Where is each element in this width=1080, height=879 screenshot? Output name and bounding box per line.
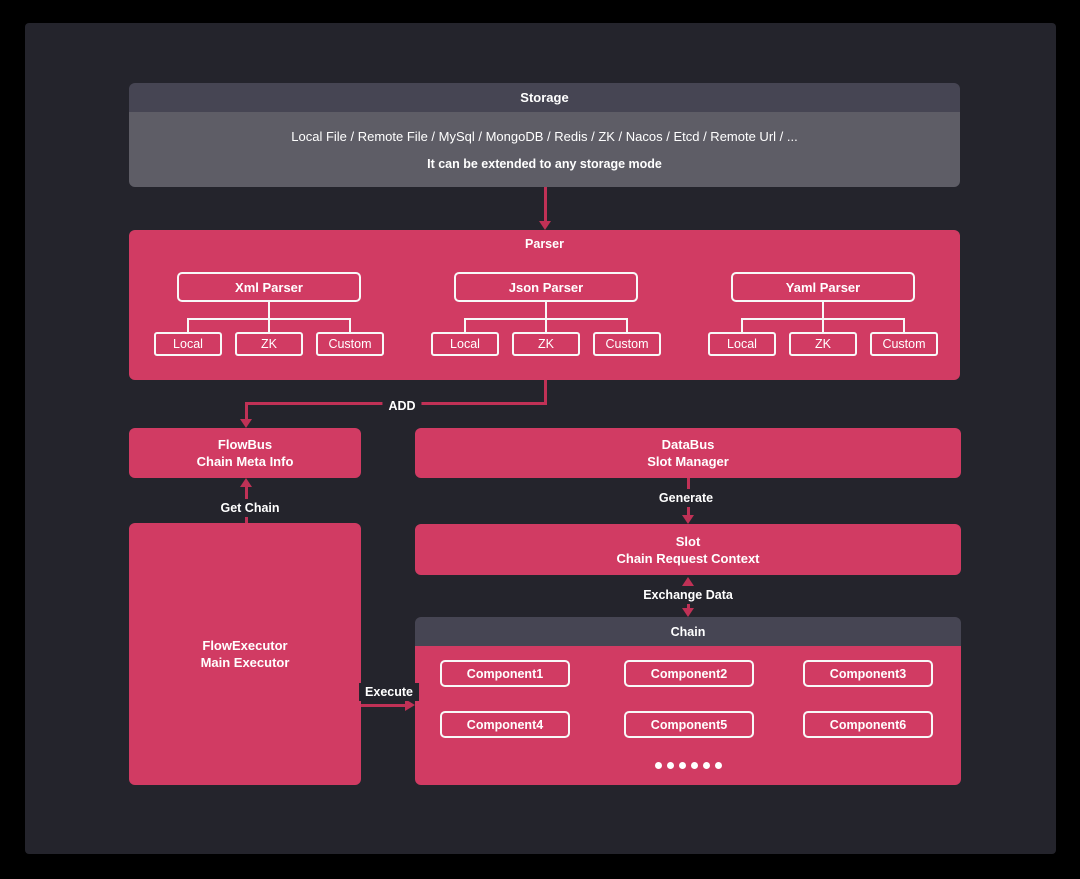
edge-storage-parser-line bbox=[544, 187, 547, 222]
diagram-panel: Storage Local File / Remote File / MySql… bbox=[25, 23, 1056, 854]
storage-header: Storage bbox=[129, 83, 960, 112]
slot-subtitle: Chain Request Context bbox=[616, 550, 760, 566]
connector bbox=[822, 318, 824, 332]
connector bbox=[268, 318, 270, 332]
flowbus-box: FlowBus Chain Meta Info bbox=[129, 428, 361, 478]
edge-execute-label: Execute bbox=[359, 683, 419, 701]
xml-local-box: Local bbox=[154, 332, 222, 356]
edge-exchange-arrowhead-down-icon bbox=[682, 608, 694, 617]
json-zk-box: ZK bbox=[512, 332, 580, 356]
flowexecutor-title: FlowExecutor bbox=[202, 638, 288, 653]
component-box: Component5 bbox=[624, 711, 754, 738]
edge-execute-line bbox=[361, 704, 406, 707]
flowbus-subtitle: Chain Meta Info bbox=[196, 454, 294, 469]
storage-note-text: It can be extended to any storage mode bbox=[427, 156, 662, 171]
xml-custom-box: Custom bbox=[316, 332, 384, 356]
component-box: Component4 bbox=[440, 711, 570, 738]
parser-group-json: Json Parser Local ZK Custom bbox=[431, 272, 661, 356]
databus-subtitle: Slot Manager bbox=[647, 454, 729, 469]
connector bbox=[545, 302, 547, 318]
slot-title: Slot bbox=[675, 533, 701, 549]
storage-modes-text: Local File / Remote File / MySql / Mongo… bbox=[291, 128, 798, 144]
chain-header: Chain bbox=[415, 617, 961, 646]
connector bbox=[268, 302, 270, 318]
connector bbox=[545, 318, 547, 332]
component-box: Component6 bbox=[803, 711, 933, 738]
flowexecutor-box: FlowExecutor Main Executor bbox=[129, 523, 361, 785]
connector bbox=[626, 318, 628, 332]
xml-zk-box: ZK bbox=[235, 332, 303, 356]
component-box: Component1 bbox=[440, 660, 570, 687]
more-components-dots-icon bbox=[415, 758, 961, 772]
connector bbox=[822, 302, 824, 318]
xml-parser-box: Xml Parser bbox=[177, 272, 361, 302]
chain-box: Chain Component1 Component2 Component3 C… bbox=[415, 617, 961, 785]
databus-title: DataBus bbox=[661, 437, 715, 452]
connector bbox=[741, 318, 743, 332]
edge-execute-arrowhead-icon bbox=[405, 699, 415, 711]
parser-group-xml: Xml Parser Local ZK Custom bbox=[154, 272, 384, 356]
connector bbox=[187, 318, 189, 332]
yaml-local-box: Local bbox=[708, 332, 776, 356]
edge-generate-label: Generate bbox=[652, 489, 720, 507]
flowbus-title: FlowBus bbox=[217, 437, 273, 452]
slot-box: Slot Chain Request Context bbox=[415, 524, 961, 575]
component-box: Component2 bbox=[624, 660, 754, 687]
edge-add-line bbox=[544, 380, 547, 405]
connector bbox=[464, 318, 466, 332]
edge-add-arrowhead-icon bbox=[240, 419, 252, 428]
connector bbox=[349, 318, 351, 332]
parser-title: Parser bbox=[525, 237, 564, 251]
chain-body: Component1 Component2 Component3 Compone… bbox=[415, 646, 961, 785]
json-local-box: Local bbox=[431, 332, 499, 356]
yaml-zk-box: ZK bbox=[789, 332, 857, 356]
storage-box: Storage Local File / Remote File / MySql… bbox=[129, 83, 960, 187]
edge-exchange-label: Exchange Data bbox=[637, 586, 739, 604]
flowexecutor-subtitle: Main Executor bbox=[200, 655, 290, 670]
parser-group-yaml: Yaml Parser Local ZK Custom bbox=[708, 272, 938, 356]
storage-title: Storage bbox=[520, 90, 569, 105]
edge-storage-parser-arrowhead-icon bbox=[539, 221, 551, 230]
databus-box: DataBus Slot Manager bbox=[415, 428, 961, 478]
component-box: Component3 bbox=[803, 660, 933, 687]
edge-add-line bbox=[245, 402, 248, 420]
json-parser-box: Json Parser bbox=[454, 272, 638, 302]
edge-get-chain-arrowhead-icon bbox=[240, 478, 252, 487]
edge-get-chain-label: Get Chain bbox=[214, 499, 286, 517]
json-custom-box: Custom bbox=[593, 332, 661, 356]
chain-title: Chain bbox=[670, 624, 706, 639]
edge-exchange-arrowhead-up-icon bbox=[682, 577, 694, 586]
edge-add-label: ADD bbox=[382, 397, 422, 415]
yaml-custom-box: Custom bbox=[870, 332, 938, 356]
storage-body: Local File / Remote File / MySql / Mongo… bbox=[129, 112, 960, 187]
connector bbox=[903, 318, 905, 332]
edge-generate-arrowhead-icon bbox=[682, 515, 694, 524]
yaml-parser-box: Yaml Parser bbox=[731, 272, 915, 302]
